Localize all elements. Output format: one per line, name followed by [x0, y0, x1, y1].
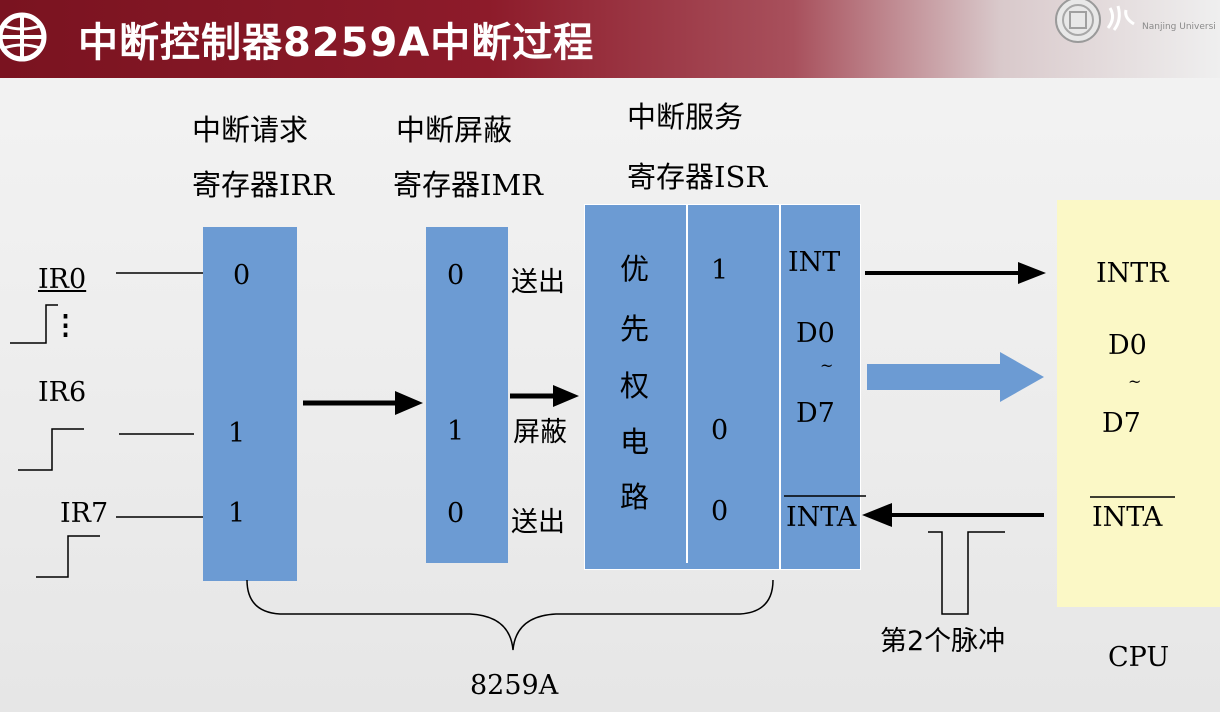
- irr-heading-line2: 寄存器IRR: [192, 168, 335, 202]
- second-pulse-label: 第2个脉冲: [880, 626, 1006, 657]
- isr-heading-line1: 中断服务: [627, 100, 744, 134]
- title-bar: [0, 0, 1220, 78]
- irr-bit-ir7: 1: [228, 498, 246, 529]
- irr-bit-ir6: 1: [228, 418, 246, 449]
- imr-action-mask: 屏蔽: [513, 417, 567, 448]
- imr-bit-ir7: 0: [447, 498, 465, 529]
- isr-heading-line2: 寄存器ISR: [627, 160, 768, 194]
- isr-bit-ir0: 1: [711, 255, 729, 286]
- isr-bit-ir6: 0: [711, 415, 729, 446]
- ir7-label: IR7: [60, 498, 109, 529]
- imr-register: [426, 227, 508, 563]
- imr-heading-line2: 寄存器IMR: [393, 168, 543, 202]
- ir0-label: IR0: [38, 264, 87, 295]
- cpu-d7: D7: [1102, 408, 1141, 439]
- logo-text: Nanjing Universi: [1142, 22, 1216, 32]
- university-logo: [1055, 0, 1135, 43]
- cpu-d0: D0: [1108, 330, 1147, 361]
- ir6-label: IR6: [38, 377, 87, 408]
- globe-icon: [0, 12, 47, 62]
- cpu-block: [1057, 200, 1220, 607]
- isr-bit-ir7: 0: [711, 496, 729, 527]
- ir-ellipsis: ⋮: [52, 310, 79, 341]
- isr-block: [584, 204, 861, 570]
- cpu-intr: INTR: [1096, 258, 1169, 289]
- pin-tilde: ~: [820, 356, 834, 375]
- pin-d0: D0: [796, 318, 835, 349]
- priority-char-2: 先: [620, 312, 650, 346]
- imr-bit-ir6: 1: [447, 416, 465, 447]
- priority-char-4: 电: [620, 425, 650, 459]
- imr-bit-ir0: 0: [447, 260, 465, 291]
- cpu-label: CPU: [1108, 642, 1170, 673]
- priority-char-1: 优: [620, 252, 650, 286]
- pin-inta: INTA: [786, 502, 857, 533]
- irr-bit-ir0: 0: [233, 260, 251, 291]
- irr-register: [203, 227, 297, 581]
- cpu-tilde: ~: [1128, 372, 1142, 391]
- chip-label: 8259A: [470, 670, 559, 701]
- pin-int: INT: [788, 247, 841, 278]
- imr-heading-line1: 中断屏蔽: [396, 113, 513, 147]
- page-title: 中断控制器8259A中断过程: [78, 20, 595, 66]
- priority-char-5: 路: [620, 480, 650, 514]
- irr-heading-line1: 中断请求: [192, 113, 309, 147]
- cpu-inta: INTA: [1092, 502, 1163, 533]
- priority-char-3: 权: [620, 369, 650, 403]
- pin-d7: D7: [796, 398, 835, 429]
- imr-action-send-0: 送出: [511, 267, 565, 298]
- imr-action-send-7: 送出: [511, 507, 565, 538]
